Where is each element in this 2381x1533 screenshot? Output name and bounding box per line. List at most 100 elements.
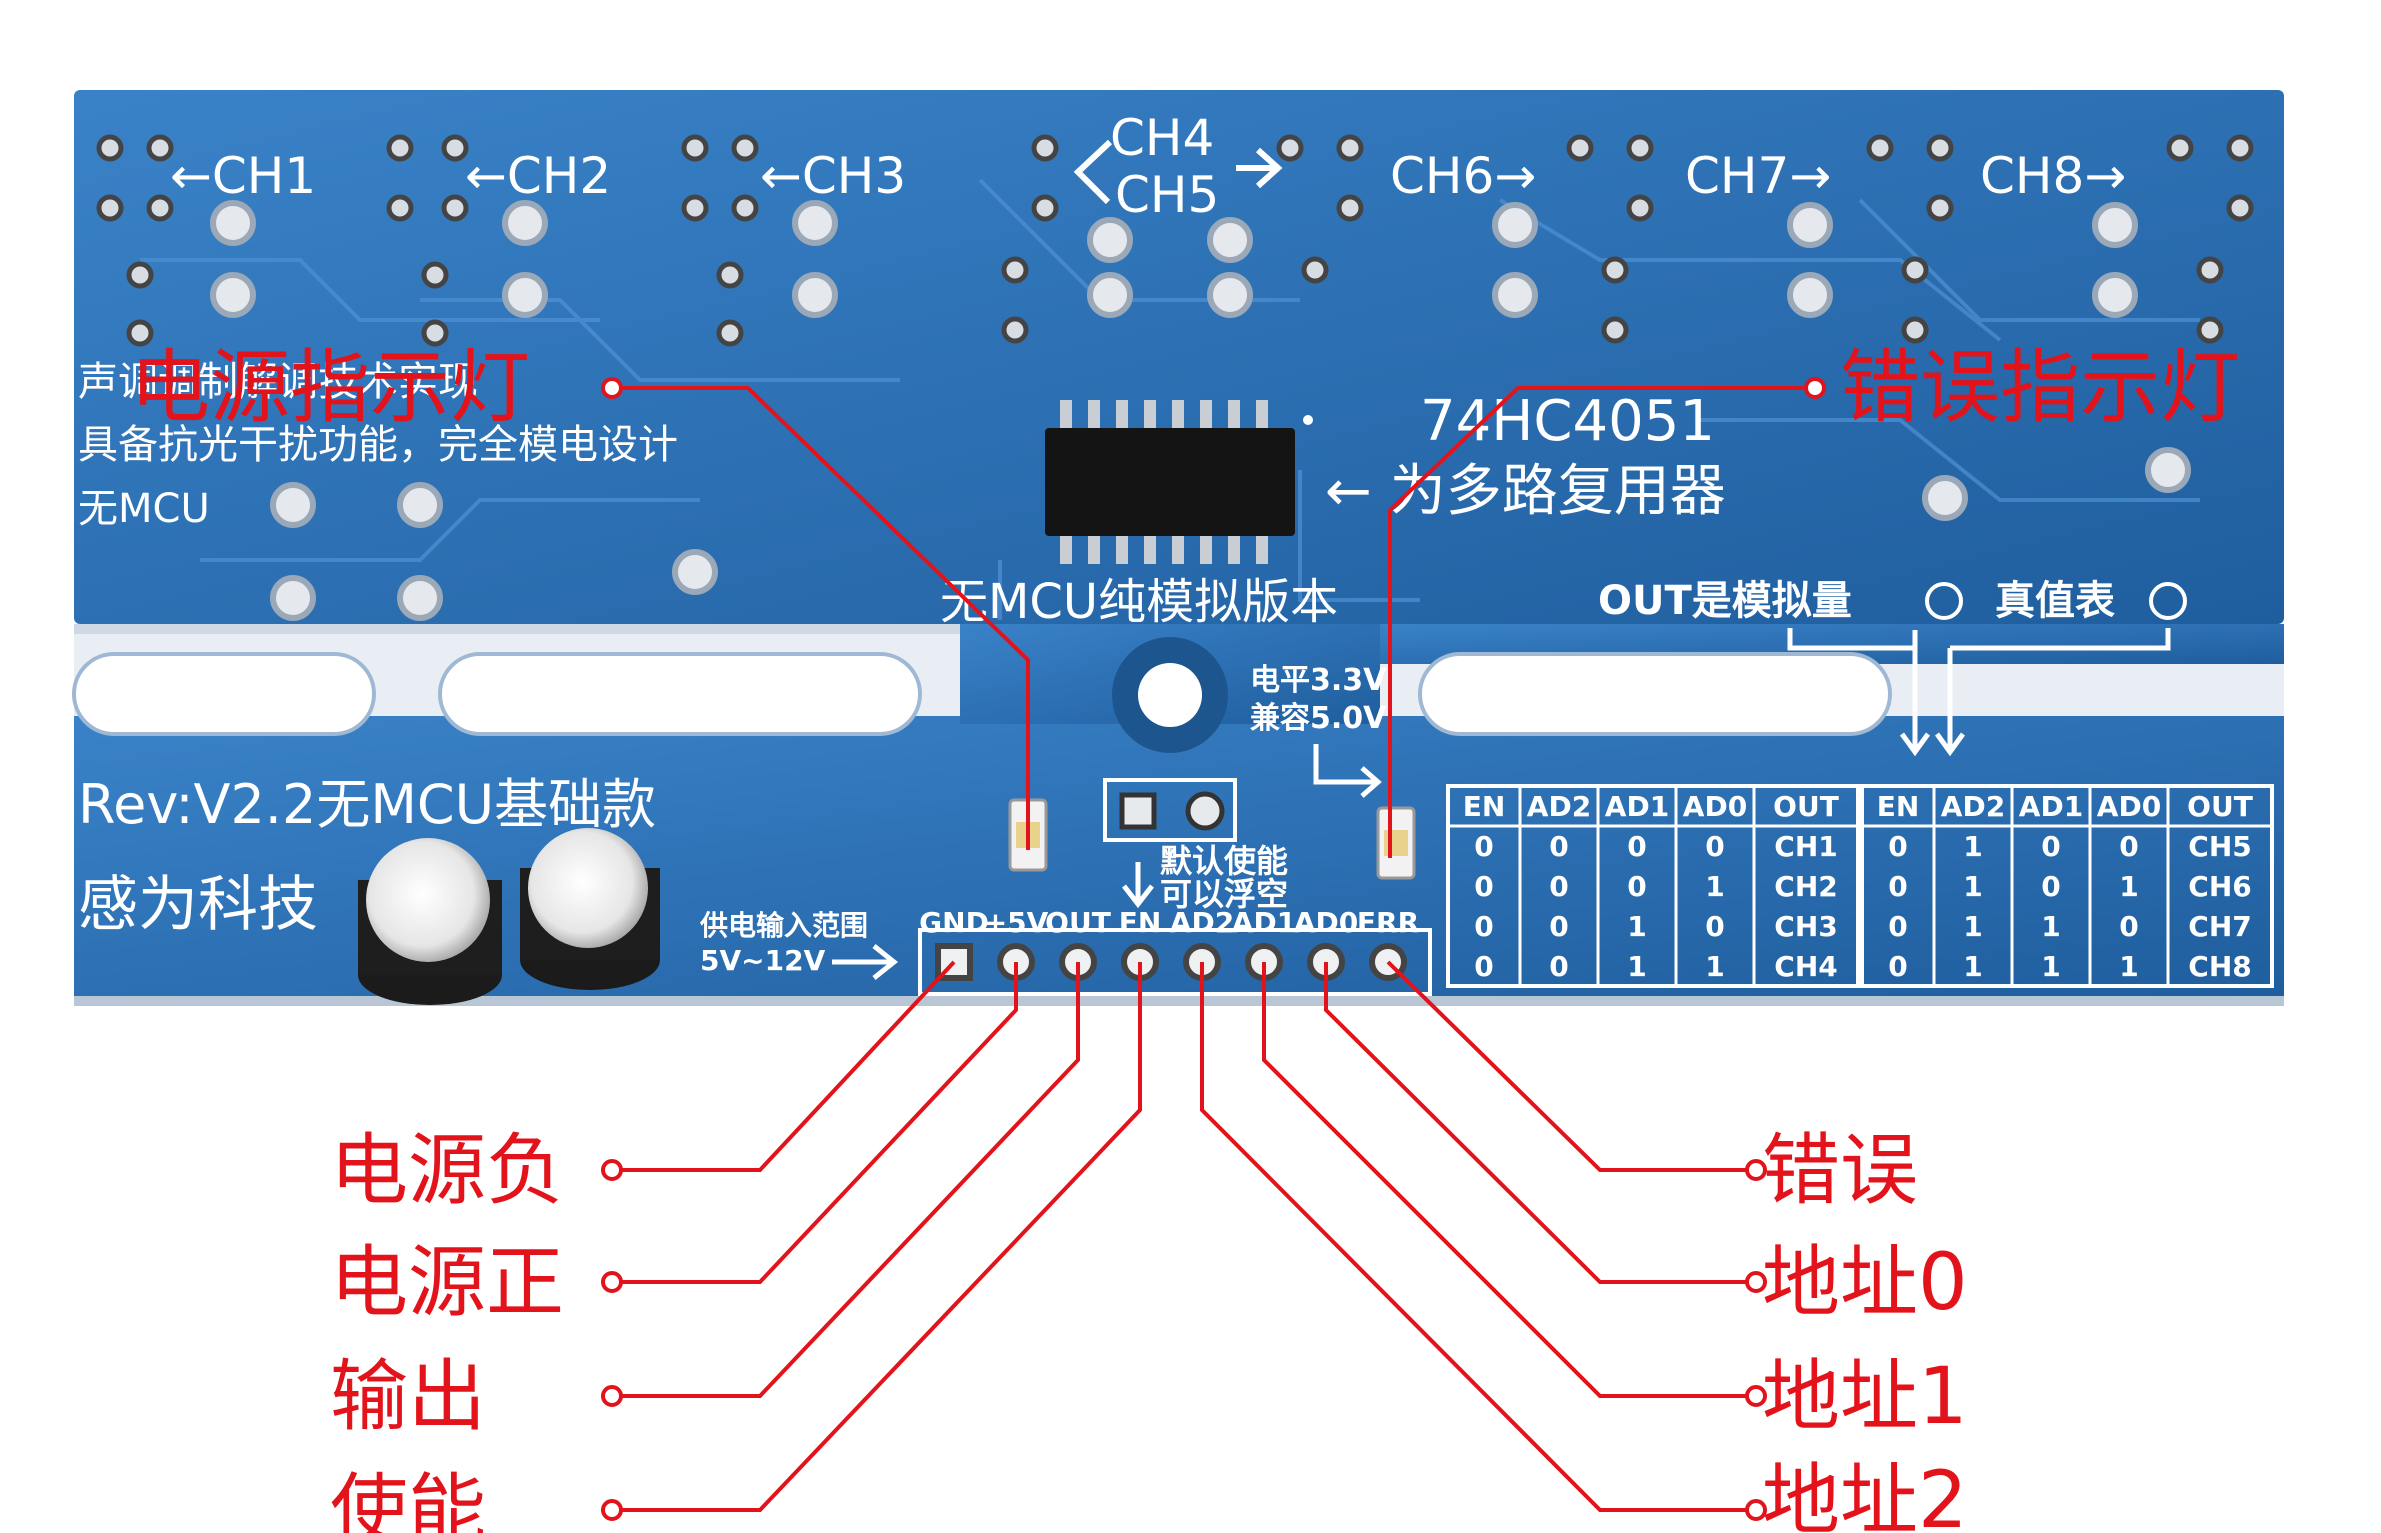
truth-table-frame: [1860, 784, 2274, 988]
revision-label: Rev:V2.2无MCU基础款: [78, 773, 656, 836]
truth-table-cell: CH3: [1774, 910, 1837, 943]
channel-label-ch3: ←CH3: [760, 147, 906, 205]
pin-label-ad2: AD2: [1170, 906, 1234, 939]
right-arrow-icon: [832, 944, 899, 980]
pin-label-ad0: AD0: [1294, 906, 1358, 939]
callout-enable: 使能: [330, 1466, 486, 1533]
feature-line-3: 无MCU: [78, 486, 210, 532]
channel-label-ch2: ←CH2: [465, 147, 611, 205]
callout-error-led: 错误指示灯: [1840, 341, 2240, 434]
truth-table-cell: 1: [1627, 950, 1646, 983]
through-holes: [96, 134, 2254, 621]
truth-table-cell: 0: [1474, 950, 1493, 983]
callout-power-negative: 电源负: [330, 1126, 564, 1216]
pin-label-5v: +5V: [984, 906, 1049, 939]
callout-address-0: 地址0: [1762, 1238, 1968, 1328]
callout-address-2: 地址2: [1762, 1456, 1968, 1533]
truth-table-header: OUT: [2187, 790, 2253, 823]
truth-table-cell: 0: [1888, 950, 1907, 983]
callout-error: 错误: [1762, 1126, 1918, 1216]
chip-function-label: ← 为多路复用器: [1325, 459, 1726, 524]
note-marker-icon: [2149, 582, 2187, 620]
out-analog-note: OUT是模拟量: [1598, 578, 1852, 624]
truth-table-cell: 0: [2041, 830, 2060, 863]
truth-table-cell: CH7: [2188, 910, 2251, 943]
logic-level-line-2: 兼容5.0V: [1250, 701, 1387, 736]
truth-table-cell: 0: [1627, 870, 1646, 903]
truth-table-cell: 0: [1705, 830, 1724, 863]
truth-table-cell: 0: [1549, 950, 1568, 983]
version-note: 无MCU纯模拟版本: [940, 574, 1338, 630]
truth-table-cell: 0: [1549, 870, 1568, 903]
truth-table-cell: 0: [2119, 910, 2138, 943]
truth-table-header: AD1: [1605, 790, 1669, 823]
truth-table-note: 真值表: [1995, 578, 2115, 624]
callout-output: 输出: [330, 1352, 486, 1442]
channel-label-ch6: CH6→: [1390, 147, 1536, 205]
channel-label-ch1: ←CH1: [170, 147, 316, 205]
truth-table-cell: 0: [1549, 910, 1568, 943]
channel-label-ch5: CH5: [1115, 166, 1219, 224]
note-arrows: [1787, 628, 2171, 757]
note-marker-icon: [1925, 582, 1963, 620]
truth-table-cell: 0: [2041, 870, 2060, 903]
truth-table-cell: 0: [1705, 910, 1724, 943]
ch5-arrow-icon: [1236, 147, 1283, 189]
truth-table-cell: 1: [1963, 950, 1982, 983]
truth-table-header: AD0: [1683, 790, 1747, 823]
error-led: [1376, 806, 1416, 880]
truth-table-cell: CH4: [1774, 950, 1837, 983]
channel-label-ch8: CH8→: [1980, 147, 2126, 205]
truth-table-cell: 1: [1627, 910, 1646, 943]
level-arrow: [1313, 744, 1382, 798]
default-enable-line-1: 默认使能: [1160, 842, 1288, 880]
pin-label-ad1: AD1: [1232, 906, 1296, 939]
truth-table-cell: 0: [1474, 910, 1493, 943]
channel-label-ch4: CH4: [1110, 109, 1214, 167]
truth-table-cell: 0: [1549, 830, 1568, 863]
chip-model-label: 74HC4051: [1420, 389, 1715, 454]
truth-table-cell: 1: [2041, 910, 2060, 943]
power-range-line-2: 5V~12V: [700, 944, 826, 977]
callout-end-markers: [601, 377, 1826, 1521]
truth-table-cell: 0: [1627, 830, 1646, 863]
truth-table-cell: CH6: [2188, 870, 2251, 903]
truth-table: EN0000AD20000AD10011AD00101OUTCH1CH2CH3C…: [1446, 784, 2274, 988]
truth-table-header: AD2: [1527, 790, 1591, 823]
feature-line-2: 具备抗光干扰功能，完全模电设计: [78, 422, 678, 468]
callout-power-led: 电源指示灯: [130, 341, 530, 434]
truth-table-cell: 1: [2119, 950, 2138, 983]
pin-label-en: EN: [1119, 906, 1162, 939]
pin-label-gnd: GND: [919, 906, 989, 939]
channel-label-ch7: CH7→: [1685, 147, 1831, 205]
callout-labels: 电源指示灯 错误指示灯 电源负 电源正 输出 使能 错误 地址0 地址1 地址2: [130, 341, 2240, 1533]
callout-power-positive: 电源正: [330, 1238, 564, 1328]
truth-table-cell: 1: [1963, 830, 1982, 863]
truth-table-cell: 1: [1963, 870, 1982, 903]
truth-table-header: OUT: [1773, 790, 1839, 823]
truth-table-cell: CH8: [2188, 950, 2251, 983]
truth-table-cell: 1: [1963, 910, 1982, 943]
truth-table-cell: 0: [1888, 830, 1907, 863]
silkscreen-text: ←CH1 ←CH2 ←CH3 CH4 CH5 CH6→ CH7→ CH8→ 声调…: [78, 109, 2187, 980]
power-range-line-1: 供电输入范围: [699, 909, 868, 942]
feature-line-1: 声调调制解调技术实现: [78, 359, 478, 405]
truth-table-header: EN: [1463, 790, 1506, 823]
truth-table-cell: CH5: [2188, 830, 2251, 863]
down-arrow-icon: [1122, 862, 1154, 909]
electrolytic-capacitors: [358, 828, 660, 1005]
default-enable-line-2: 可以浮空: [1160, 875, 1288, 913]
callout-lines: [620, 386, 1807, 1512]
truth-table-cell: 0: [1888, 870, 1907, 903]
truth-table-header: AD2: [1941, 790, 2005, 823]
truth-table-cell: 1: [2041, 950, 2060, 983]
truth-table-cell: 0: [1474, 830, 1493, 863]
logic-level-line-1: 电平3.3V: [1250, 663, 1387, 698]
truth-table-cell: 0: [2119, 830, 2138, 863]
callout-address-1: 地址1: [1762, 1352, 1968, 1442]
truth-table-cell: CH1: [1774, 830, 1837, 863]
truth-table-cell: 1: [1705, 950, 1724, 983]
truth-table-frame: [1446, 784, 1860, 988]
truth-table-header: AD0: [2097, 790, 2161, 823]
